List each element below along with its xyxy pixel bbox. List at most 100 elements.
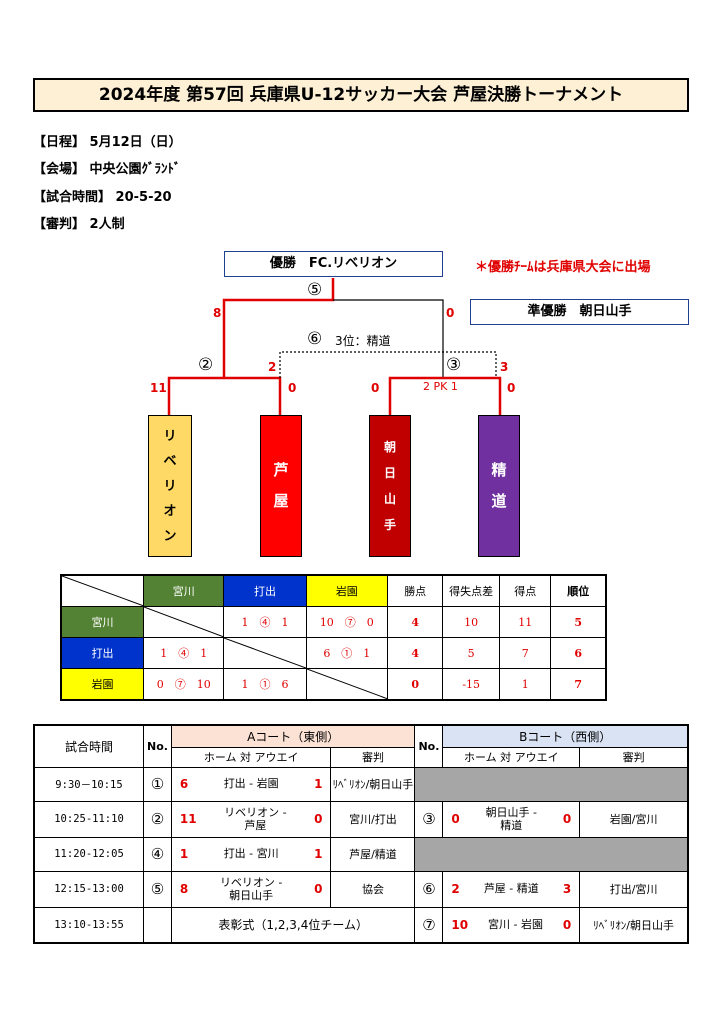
team-box-rebellion: リベリオン: [148, 415, 192, 557]
final-score-left: 8: [213, 306, 222, 320]
schedule-header-no-b: No.: [414, 724, 444, 768]
runner-up-box: 準優勝 朝日山手: [470, 299, 689, 325]
schedule-ref-cell: 打出/宮川: [579, 870, 689, 908]
b-match-cell: 0 朝日山手 - 精道 0: [442, 800, 581, 838]
league-row: 宮川 1 ④ 1 10 ⑦ 0 4 10 11 5: [60, 606, 607, 638]
league-self-cell: [305, 668, 388, 701]
b-home-score: 10: [451, 917, 469, 932]
schedule-header-time: 試合時間: [33, 724, 145, 768]
a-match-cell: 8 リベリオン - 朝日山手 0: [170, 870, 332, 908]
league-header-iwazono: 岩園: [305, 574, 388, 607]
champion-box: 優勝 FC.リベリオン: [224, 251, 443, 277]
league-result-cell: 0 ⑦ 10: [143, 668, 225, 701]
league-row-team: 打出: [60, 637, 145, 669]
schedule-time-cell: 13:10-13:55: [33, 906, 145, 944]
schedule-header-match-b: ホーム 対 アウエイ: [442, 746, 581, 768]
league-header-goals: 得点: [498, 574, 552, 607]
b-match-teams: 朝日山手 - 精道: [485, 805, 538, 832]
final-match-number: ⑤: [307, 280, 323, 300]
league-diff-cell: 5: [442, 637, 500, 669]
league-header-rank: 順位: [550, 574, 607, 607]
league-result-cell: 6 ① 1: [305, 637, 388, 669]
a-match-teams: リベリオン - 朝日山手: [219, 875, 283, 902]
team-box-seido: 精道: [478, 415, 520, 557]
b-away-score: 3: [562, 882, 572, 896]
a-home-score: 8: [179, 882, 189, 896]
semi-right-score-a: 3: [500, 360, 509, 374]
schedule-header-ref-b: 審判: [579, 746, 689, 768]
league-result-cell: 1 ④ 1: [143, 637, 225, 669]
league-row: 打出 1 ④ 1 6 ① 1 4 5 7 6: [60, 637, 607, 669]
league-self-cell: [143, 606, 225, 638]
a-match-teams: リベリオン - 芦屋: [224, 805, 287, 832]
a-away-score: 1: [314, 847, 323, 861]
league-header-points: 勝点: [386, 574, 444, 607]
league-corner-cell: [60, 574, 145, 607]
b-home-score: 0: [451, 812, 460, 826]
league-row: 岩園 0 ⑦ 10 1 ① 6 0 -15 1 7: [60, 668, 607, 701]
schedule-time-cell: 11:20-12:05: [33, 836, 145, 872]
a-match-teams: 打出 - 宮川: [223, 847, 279, 861]
schedule-ref-cell: 宮川/打出: [330, 800, 416, 838]
a-away-score: 0: [314, 812, 323, 826]
league-rank-cell: 7: [550, 668, 607, 701]
b-match-teams: 芦屋 - 精道: [483, 882, 539, 896]
schedule-header-court-b: Bコート（西側）: [442, 724, 689, 748]
schedule-empty-court-b: [414, 766, 689, 802]
league-rank-cell: 6: [550, 637, 607, 669]
info-referee: 【審判】 2人制: [33, 217, 125, 232]
schedule-time-cell: 12:15-13:00: [33, 870, 145, 908]
league-result-cell: 10 ⑦ 0: [305, 606, 388, 638]
schedule-header-match-a: ホーム 対 アウエイ: [170, 746, 332, 768]
a-match-teams: 打出 - 岩園: [223, 777, 279, 791]
league-header-goal-diff: 得失点差: [442, 574, 500, 607]
league-result-cell: 1 ① 6: [223, 668, 307, 701]
league-rank-cell: 5: [550, 606, 607, 638]
league-header-miyagawa: 宮川: [143, 574, 225, 607]
schedule-empty-court-b: [414, 836, 689, 872]
league-points-cell: 4: [386, 637, 444, 669]
a-home-score: 11: [179, 812, 197, 826]
a-away-score: 0: [314, 882, 323, 896]
schedule-header-court-a: Aコート（東側）: [170, 724, 416, 748]
league-row-team: 岩園: [60, 668, 145, 701]
schedule-table: 試合時間 No. Aコート（東側） No. Bコート（西側） ホーム 対 アウエ…: [33, 724, 689, 944]
info-date: 【日程】 5月12日（日）: [33, 135, 182, 150]
schedule-ref-cell: 岩園/宮川: [579, 800, 689, 838]
a-match-cell: 11 リベリオン - 芦屋 0: [170, 800, 332, 838]
league-points-cell: 0: [386, 668, 444, 701]
team-score-seido: 0: [507, 381, 516, 395]
schedule-no-cell: ⑥: [414, 870, 444, 908]
schedule-no-cell: ⑦: [414, 906, 444, 944]
b-match-cell: 2 芦屋 - 精道 3: [442, 870, 581, 908]
league-table: 宮川 打出 岩園 勝点 得失点差 得点 順位 宮川 1 ④ 1 10 ⑦ 0 4…: [60, 574, 607, 701]
league-goals-cell: 7: [498, 637, 552, 669]
schedule-no-cell: ③: [414, 800, 444, 838]
third-place-label: 3位：精道: [335, 334, 391, 348]
page-title: 2024年度 第57回 兵庫県U-12サッカー大会 芦屋決勝トーナメント: [33, 78, 689, 112]
info-match-time: 【試合時間】 20-5-20: [33, 190, 172, 205]
b-away-score: 0: [562, 812, 572, 826]
league-row-team: 宮川: [60, 606, 145, 638]
schedule-header-ref-a: 審判: [330, 746, 416, 768]
schedule-ref-cell: 協会: [330, 870, 416, 908]
schedule-no-cell: ⑤: [143, 870, 172, 908]
schedule-time-cell: 10:25-11:10: [33, 800, 145, 838]
schedule-time-cell: 9:30－10:15: [33, 766, 145, 802]
schedule-no-cell: [143, 906, 172, 944]
schedule-ref-cell: ﾘﾍﾞﾘｵﾝ/朝日山手: [579, 906, 689, 944]
schedule-ref-cell: 芦屋/精道: [330, 836, 416, 872]
league-goals-cell: 11: [498, 606, 552, 638]
team-box-asahi-yamate: 朝日山手: [369, 415, 411, 557]
b-home-score: 2: [451, 882, 460, 896]
b-away-score: 0: [562, 917, 572, 932]
schedule-no-cell: ②: [143, 800, 172, 838]
semi-right-match-number: ③: [446, 355, 462, 375]
